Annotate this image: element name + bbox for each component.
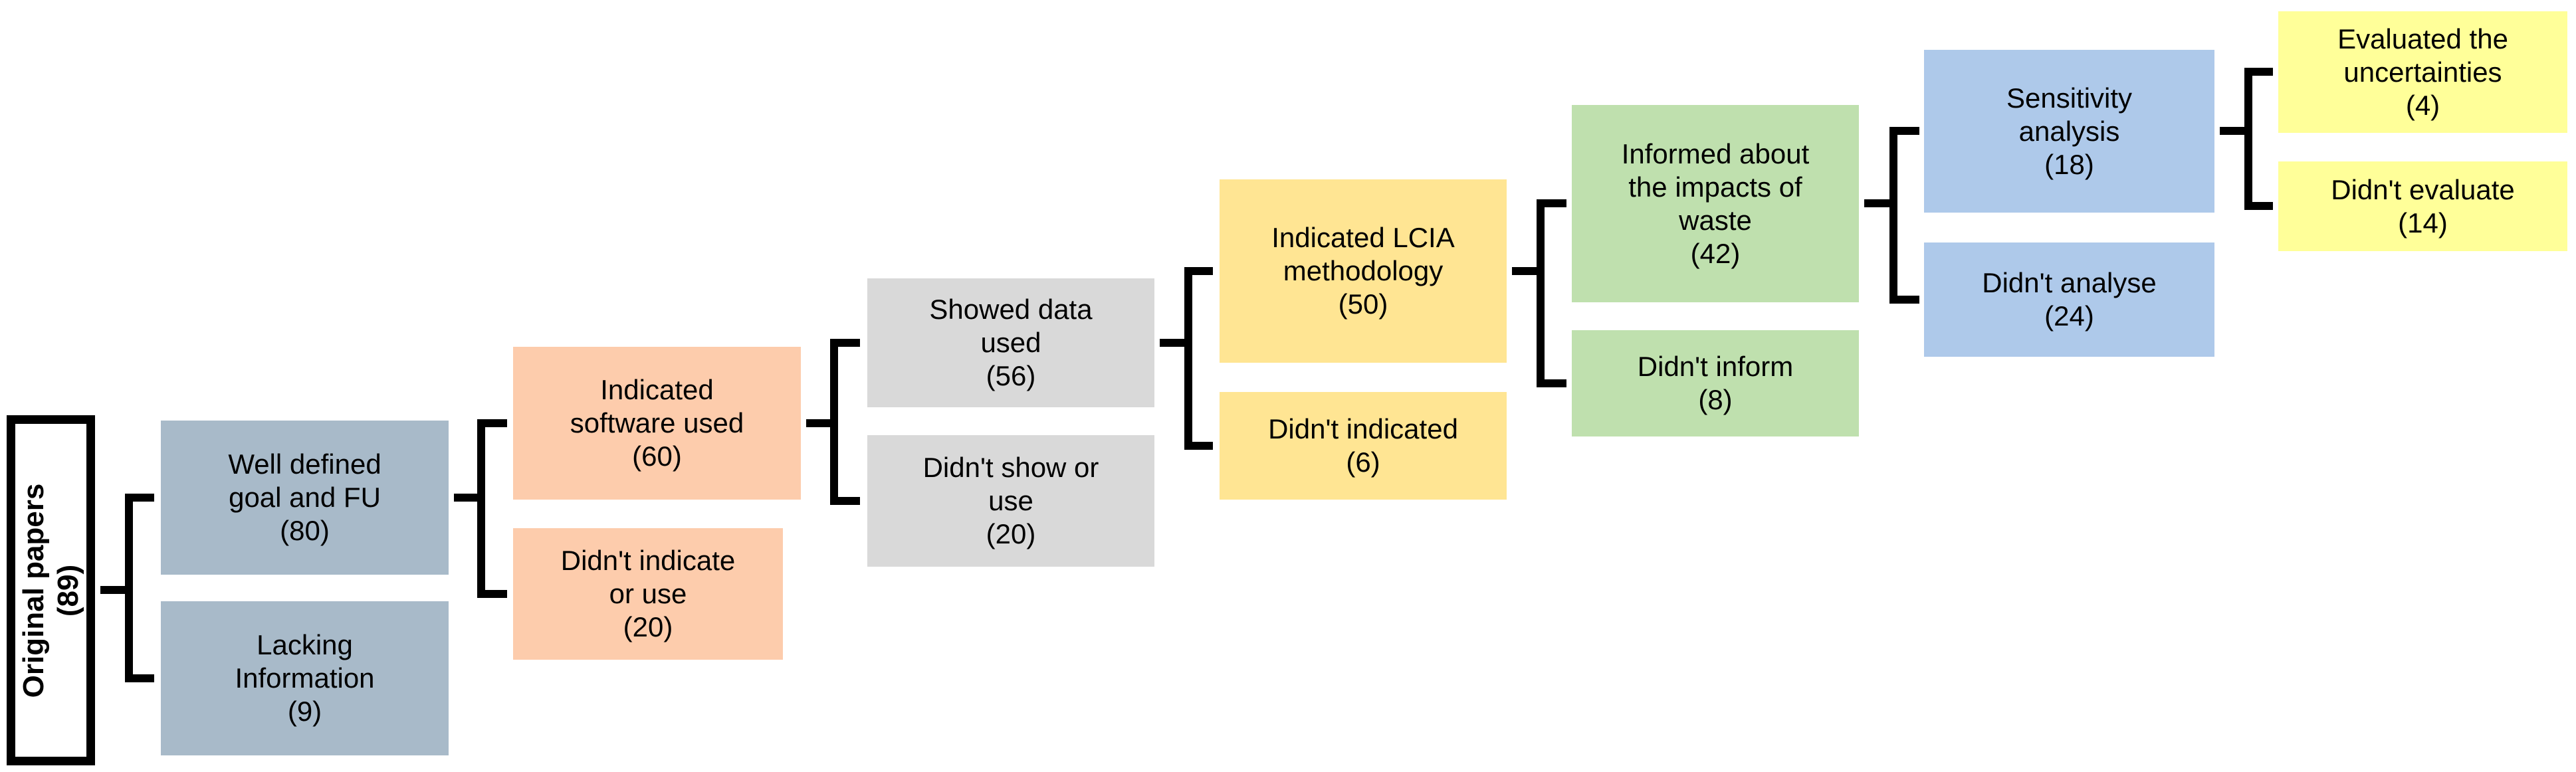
node-text-line: (20) bbox=[986, 518, 1036, 549]
node-text-line: (14) bbox=[2398, 207, 2448, 239]
bracket0-parent-line bbox=[100, 586, 133, 594]
bracket0-top-stub bbox=[125, 494, 154, 502]
node-text-line: Didn't inform bbox=[1637, 351, 1794, 382]
node-text-line: Sensitivity bbox=[2006, 82, 2133, 114]
bracket3-top-stub bbox=[1184, 267, 1213, 275]
node-text-line: Didn't indicated bbox=[1268, 413, 1458, 444]
bracket4-top-stub bbox=[1537, 199, 1566, 207]
node-original-papers-label: Original papers(89) bbox=[17, 483, 86, 698]
bracket2-bottom-stub bbox=[830, 497, 860, 505]
bracket6-bottom-stub bbox=[2244, 202, 2273, 210]
node-text-line: the impacts of bbox=[1628, 171, 1802, 203]
bracket6-vertical-line bbox=[2244, 68, 2252, 210]
node-didnt-analyse: Didn't analyse(24) bbox=[1924, 242, 2214, 357]
bracket6-parent-line bbox=[2220, 127, 2252, 135]
node-text-line: Information bbox=[235, 662, 375, 694]
node-didnt-indicated: Didn't indicated(6) bbox=[1220, 392, 1507, 500]
node-text-line: use bbox=[988, 485, 1033, 516]
node-text-line: Original papers bbox=[17, 483, 50, 698]
bracket2-top-stub bbox=[830, 339, 860, 347]
bracket4-parent-line bbox=[1512, 267, 1545, 275]
node-didnt-inform: Didn't inform(8) bbox=[1572, 330, 1859, 436]
node-text-line: Didn't analyse bbox=[1982, 267, 2157, 298]
bracket6-top-stub bbox=[2244, 68, 2273, 76]
bracket2-vertical-line bbox=[830, 339, 838, 505]
node-text-line: (20) bbox=[623, 611, 673, 642]
node-text-line: Well defined bbox=[228, 448, 381, 480]
node-text-line: software used bbox=[570, 407, 744, 438]
node-original-papers: Original papers(89) bbox=[7, 415, 95, 765]
node-text-line: Showed data bbox=[929, 294, 1093, 325]
node-text-line: (24) bbox=[2044, 300, 2094, 332]
bracket5-parent-line bbox=[1864, 199, 1897, 207]
bracket0-bottom-stub bbox=[125, 674, 154, 682]
node-text-line: analysis bbox=[2018, 115, 2120, 147]
bracket3-vertical-line bbox=[1184, 267, 1192, 450]
bracket1-vertical-line bbox=[477, 419, 485, 598]
node-text-line: (50) bbox=[1338, 288, 1388, 320]
node-text-line: Didn't evaluate bbox=[2331, 173, 2515, 205]
node-text-line: waste bbox=[1679, 204, 1752, 236]
node-text-line: (6) bbox=[1346, 446, 1380, 478]
bracket5-bottom-stub bbox=[1889, 296, 1919, 304]
bracket1-bottom-stub bbox=[477, 590, 507, 598]
bracket4-vertical-line bbox=[1537, 199, 1545, 387]
node-text-line: Indicated bbox=[600, 374, 714, 405]
node-text-line: (42) bbox=[1690, 237, 1741, 269]
node-didnt-evaluate: Didn't evaluate(14) bbox=[2278, 161, 2567, 251]
bracket3-bottom-stub bbox=[1184, 442, 1213, 450]
node-text-line: Indicated LCIA bbox=[1271, 222, 1455, 253]
node-text-line: uncertainties bbox=[2343, 56, 2502, 88]
node-text-line: goal and FU bbox=[229, 482, 381, 513]
bracket5-vertical-line bbox=[1889, 127, 1897, 304]
node-text-line: Didn't show or bbox=[922, 452, 1099, 483]
node-text-line: (9) bbox=[287, 696, 322, 727]
node-text-line: Informed about bbox=[1621, 138, 1810, 169]
node-text-line: (18) bbox=[2044, 148, 2094, 180]
bracket1-top-stub bbox=[477, 419, 507, 427]
node-text-line: Lacking bbox=[257, 629, 353, 660]
node-text-line: Evaluated the bbox=[2337, 23, 2508, 54]
node-text-line: (80) bbox=[280, 515, 330, 546]
bracket0-vertical-line bbox=[125, 494, 133, 682]
node-text-line: used bbox=[980, 327, 1041, 358]
node-text-line: (4) bbox=[2405, 89, 2440, 121]
node-text-line: or use bbox=[609, 578, 687, 609]
node-text-line: (89) bbox=[51, 564, 84, 617]
bracket4-bottom-stub bbox=[1537, 379, 1566, 387]
node-text-line: (60) bbox=[632, 440, 682, 472]
node-text-line: (56) bbox=[986, 360, 1036, 391]
bracket5-top-stub bbox=[1889, 127, 1919, 135]
bracket3-parent-line bbox=[1160, 339, 1192, 347]
node-text-line: (8) bbox=[1698, 384, 1733, 415]
node-text-line: Didn't indicate bbox=[560, 545, 736, 576]
node-text-line: methodology bbox=[1283, 255, 1444, 286]
